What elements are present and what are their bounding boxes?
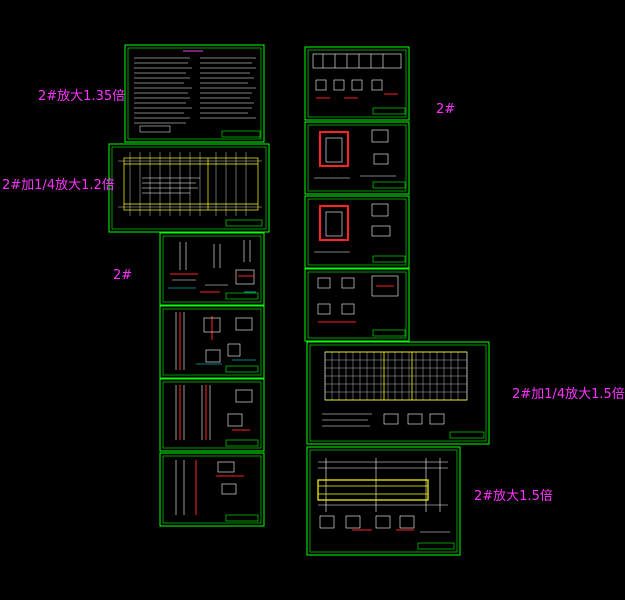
- sheet-details-1: [159, 232, 265, 306]
- sheet-section-elevation: [306, 446, 461, 556]
- label-sheet-c: 2#: [113, 268, 133, 283]
- sheet-roof-framing-plan: [306, 341, 490, 445]
- label-sheet-a: 2#放大1.35倍: [38, 89, 126, 104]
- label-sheet-f: 2#放大1.5倍: [474, 489, 553, 504]
- background: [0, 0, 600, 600]
- label-sheet-d: 2#: [436, 102, 456, 117]
- sheet-right-3: [304, 195, 410, 269]
- sheet-right-2: [304, 121, 410, 195]
- sheet-general-notes: [124, 44, 265, 143]
- sheet-details-4: [159, 452, 265, 527]
- sheet-details-3: [159, 378, 265, 452]
- sheet-right-1: [304, 46, 410, 121]
- sheet-details-2: [159, 305, 265, 379]
- label-sheet-b: 2#加1/4放大1.2倍: [2, 178, 115, 193]
- label-sheet-e: 2#加1/4放大1.5倍: [512, 387, 625, 402]
- cad-drawing-canvas: [0, 0, 600, 600]
- sheet-right-4: [304, 268, 410, 342]
- sheet-foundation-plan: [108, 143, 270, 233]
